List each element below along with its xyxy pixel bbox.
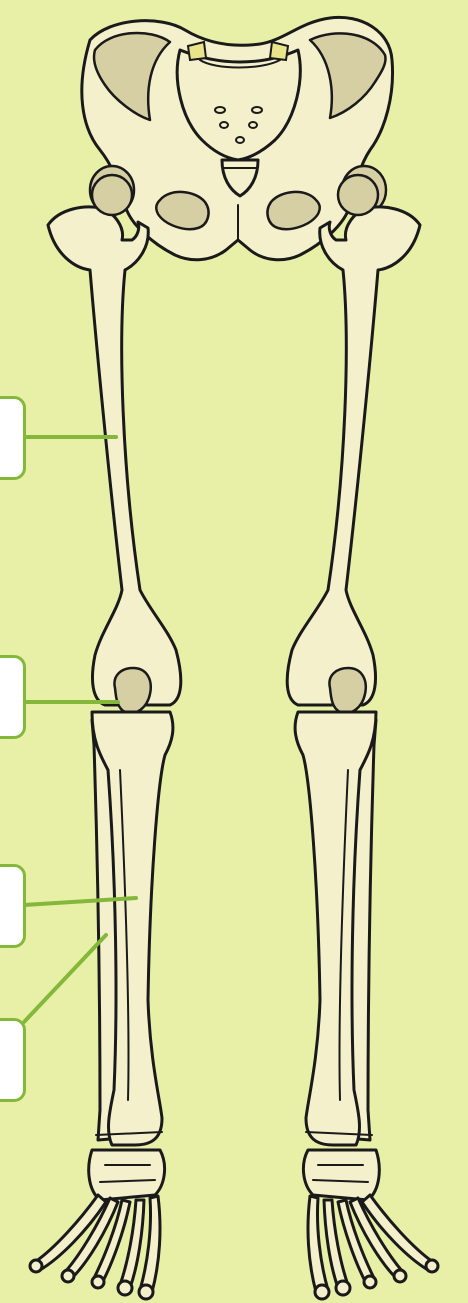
leader-line-fibula bbox=[24, 935, 106, 1022]
label-box-femur[interactable] bbox=[0, 396, 26, 480]
label-box-patella[interactable] bbox=[0, 655, 26, 739]
label-box-fibula[interactable] bbox=[0, 1018, 26, 1102]
left-lower-leg bbox=[92, 712, 173, 1145]
left-patella bbox=[114, 668, 150, 713]
right-foot bbox=[303, 1150, 438, 1299]
right-lower-leg bbox=[295, 712, 376, 1145]
right-patella bbox=[329, 668, 365, 713]
label-box-tibia[interactable] bbox=[0, 864, 26, 948]
right-femur bbox=[287, 175, 420, 705]
pelvis bbox=[82, 17, 393, 259]
left-foot bbox=[30, 1150, 165, 1299]
left-femur bbox=[48, 175, 181, 708]
